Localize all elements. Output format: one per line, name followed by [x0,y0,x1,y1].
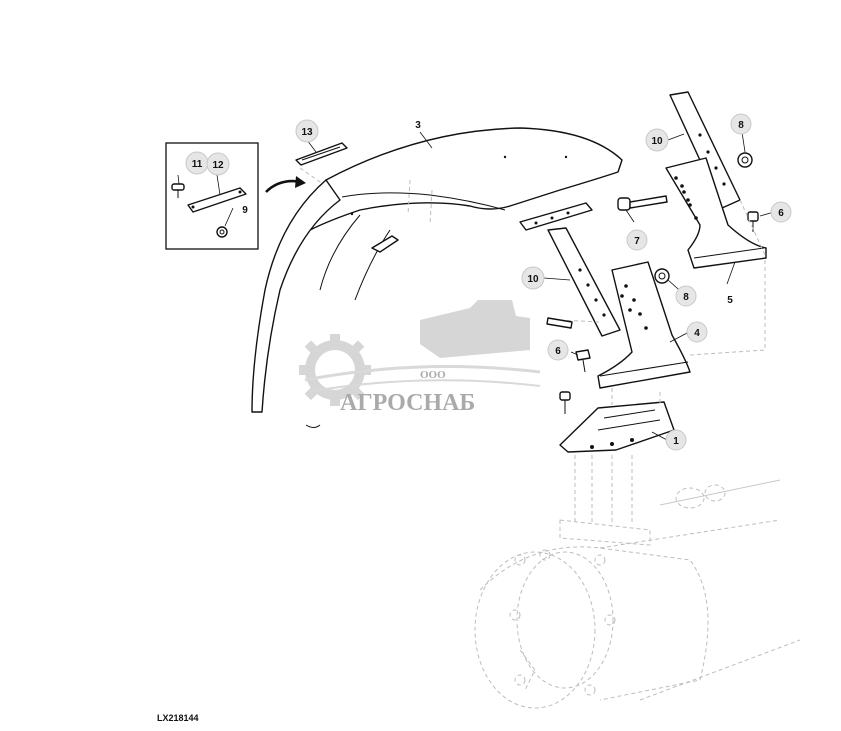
svg-text:13: 13 [301,127,313,138]
svg-text:6: 6 [555,346,561,357]
svg-text:12: 12 [212,160,224,171]
nut-8-lower-icon [654,268,670,284]
svg-text:10: 10 [527,274,539,285]
pointer-arrow-head-icon [295,176,306,188]
callout-13: 13 [295,119,319,143]
svg-text:8: 8 [738,120,744,131]
part-3-fender-icon [251,127,623,428]
callout-1: 1 [665,429,687,451]
bolt-7-icon [617,195,668,211]
callout-10-upper: 10 [645,128,669,152]
callout-5: 5 [727,295,733,306]
callout-8-upper: 8 [730,113,752,135]
axle-hub-ghost [474,455,801,709]
part-5-bracket-icon [665,157,767,269]
svg-text:7: 7 [634,236,640,247]
svg-text:10: 10 [651,136,663,147]
watermark-name: АГРОСНАБ [340,390,475,416]
svg-text:4: 4 [694,328,700,339]
part-13-light-icon [295,142,348,187]
pin-icon [546,317,573,329]
nut-8-upper-icon [737,152,753,168]
bolt-6-upper-icon [747,211,759,232]
alignment-lines [611,199,766,405]
figure-id: LX218144 [157,713,199,723]
bolt-small-icon [559,391,571,414]
callout-9: 9 [242,205,248,216]
bolt-6-lower-icon [575,349,591,373]
svg-text:1: 1 [673,436,679,447]
callout-11: 11 [185,151,209,175]
callout-3: 3 [415,120,421,131]
part-10-stay-lower-icon [547,227,621,337]
part-4-bracket-icon [597,261,691,389]
svg-text:11: 11 [192,159,203,170]
plate-12-icon [187,187,247,213]
watermark-prefix: ООО [420,369,446,381]
callout-6-upper: 6 [770,201,792,223]
nut-9-icon [216,226,228,238]
callout-4: 4 [686,321,708,343]
svg-text:9: 9 [242,205,248,216]
callout-8-lower: 8 [675,285,697,307]
svg-text:6: 6 [778,208,784,219]
svg-text:5: 5 [727,295,733,306]
svg-text:3: 3 [415,120,421,131]
callout-12: 12 [206,152,230,176]
callout-6-lower: 6 [547,339,569,361]
bolt-11-icon [171,183,185,198]
part-1-base-plate-icon [559,401,675,453]
watermark-logo: ООО АГРОСНАБ [299,300,541,416]
callout-7: 7 [626,229,648,251]
callout-10-lower: 10 [521,266,545,290]
fender-mount-plate-icon [519,202,593,231]
svg-text:8: 8 [683,292,689,303]
